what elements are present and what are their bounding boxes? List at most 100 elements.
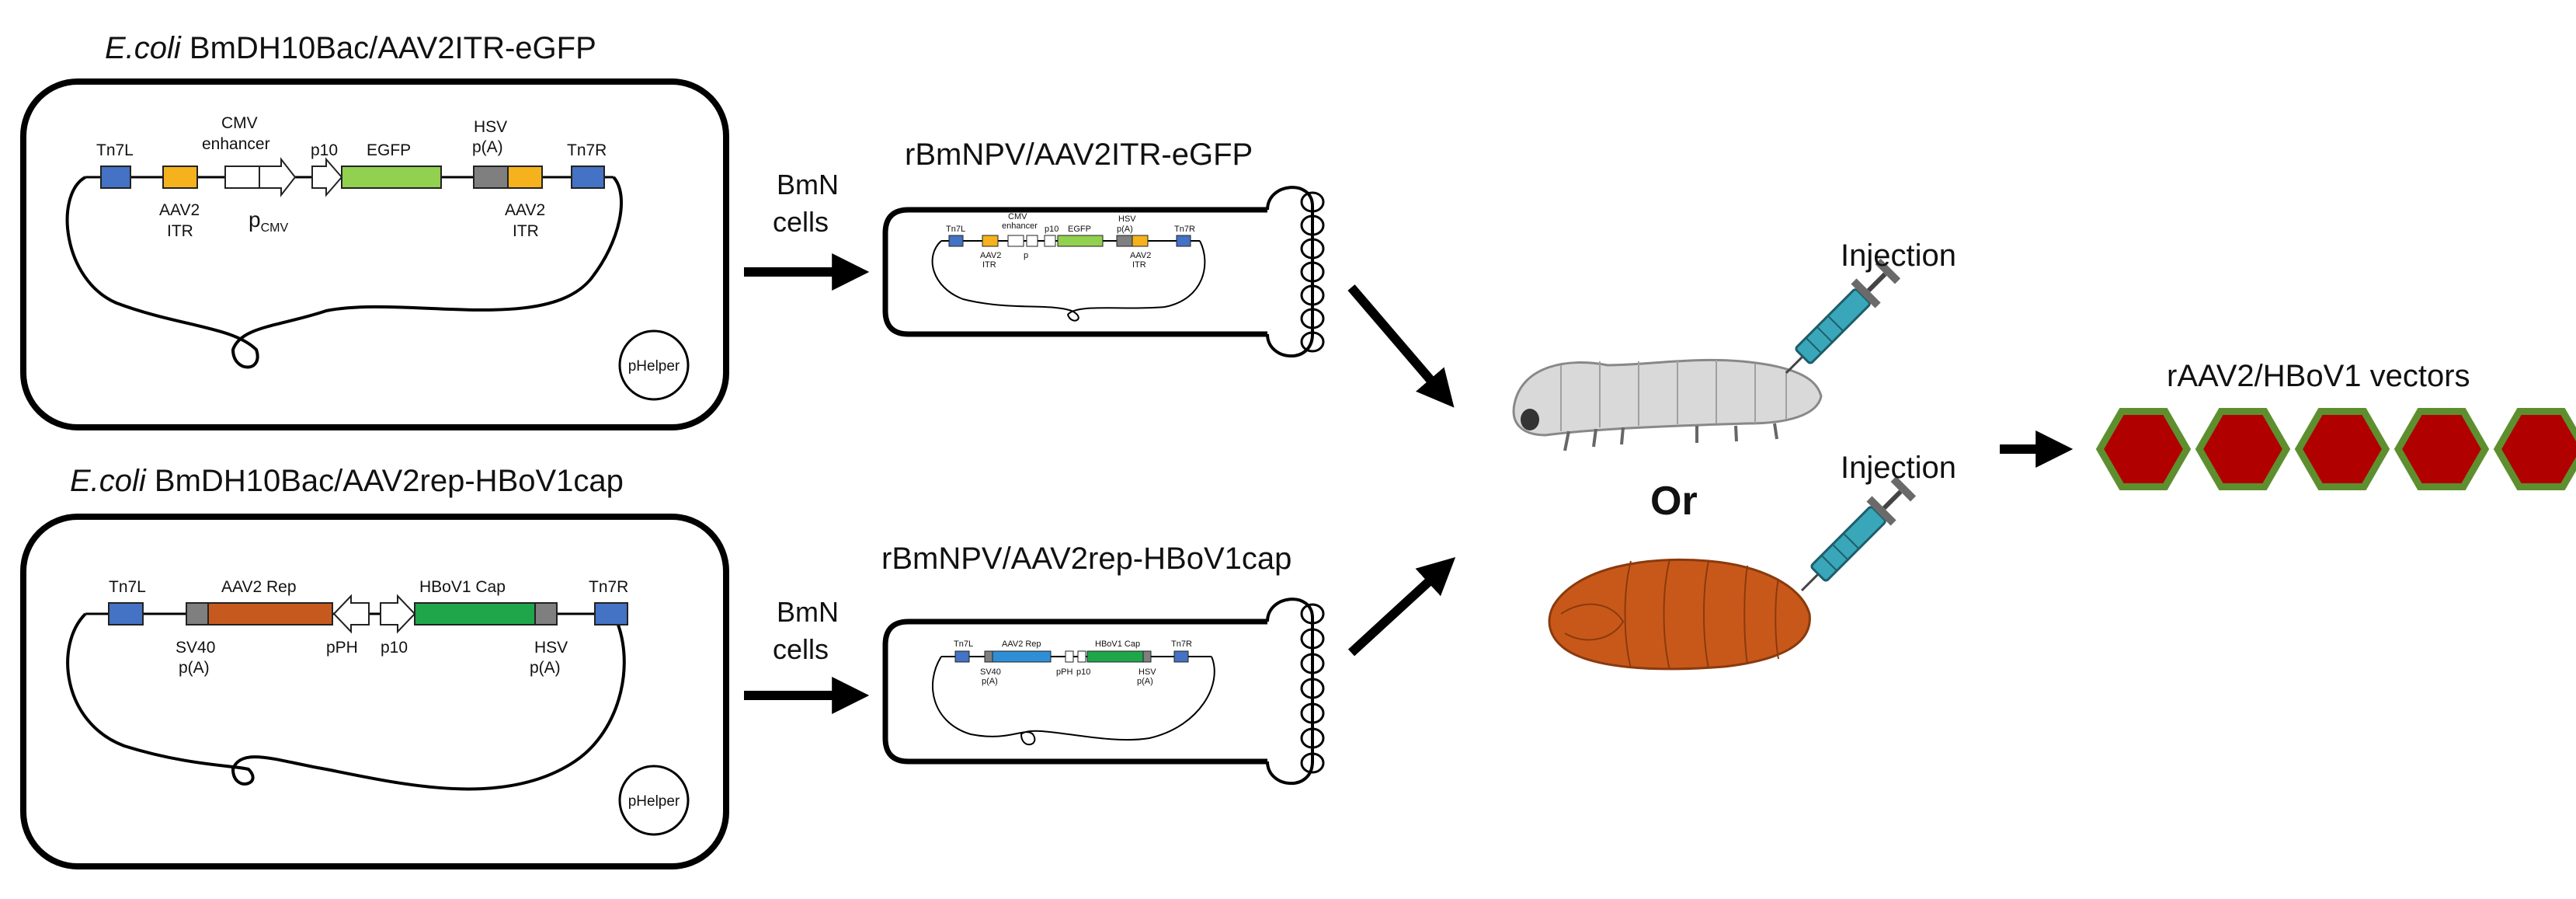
injection-label-top: Injection xyxy=(1841,239,1956,273)
bottom-ecoli-cell-outline xyxy=(20,514,729,869)
top-cmv-enhancer-box xyxy=(224,166,260,189)
bottom-hbov1cap-label: HBoV1 Cap xyxy=(419,578,506,596)
top-mini-tn7l xyxy=(948,235,964,247)
top-tn7r-box xyxy=(571,166,605,189)
vector-hexagon xyxy=(2095,408,2192,490)
bottom-to-host-arrow xyxy=(1347,557,1456,657)
syringe-icon-bottom xyxy=(1800,476,1917,592)
top-tn7l-label: Tn7L xyxy=(96,141,134,159)
top-mini-p10-label: p10 xyxy=(1045,225,1059,234)
syringe-icon-top xyxy=(1785,258,1901,375)
top-backbone-loop xyxy=(65,176,623,369)
top-tn7r-label: Tn7R xyxy=(567,141,607,159)
top-hsv-label: HSV xyxy=(474,118,507,136)
injection-label-bottom: Injection xyxy=(1841,451,1956,485)
top-mini-itr-left xyxy=(982,235,999,247)
bottom-p10-arrow xyxy=(380,594,416,634)
vectors-title: rAAV2/HBoV1 vectors xyxy=(2167,359,2470,393)
bottom-aav2rep-label: AAV2 Rep xyxy=(221,578,297,596)
top-cmv-label: CMV xyxy=(221,114,258,132)
top-aav2-right-label: AAV2 xyxy=(505,201,545,219)
bottom-pph-arrow xyxy=(332,594,370,634)
bottom-tn7r-label: Tn7R xyxy=(589,578,628,596)
bottom-hbov1cap-box xyxy=(414,602,536,625)
vector-hexagon xyxy=(2393,408,2490,490)
top-mini-tn7r xyxy=(1176,235,1191,247)
vector-hexagon xyxy=(2195,408,2291,490)
bottom-mini-tn7r-label: Tn7R xyxy=(1171,639,1192,649)
top-mini-itr-right xyxy=(1132,235,1149,247)
bottom-bmn-transition: BmN cells xyxy=(744,596,870,714)
silkworm-larva xyxy=(1512,358,1823,451)
top-mini-p10 xyxy=(1044,235,1056,247)
bottom-mini-rep xyxy=(992,650,1052,663)
top-to-host-arrow xyxy=(1347,284,1455,408)
top-mini-cmv xyxy=(1007,235,1024,247)
bottom-tn7l-box xyxy=(108,602,144,625)
vector-hexagon xyxy=(2493,408,2576,490)
bottom-mini-p10 xyxy=(1077,650,1086,663)
bottom-cells-label: cells xyxy=(773,633,829,665)
vector-hexagons xyxy=(2095,408,2576,490)
top-mini-aav2-right-label: AAV2 xyxy=(1130,251,1151,260)
top-mini-enhancer-label: enhancer xyxy=(1002,221,1038,231)
top-mini-egfp-label: EGFP xyxy=(1068,225,1091,234)
bottom-title-rest: BmDH10Bac/AAV2rep-HBoV1cap xyxy=(146,464,624,498)
top-ecoli-title: E.coli BmDH10Bac/AAV2ITR-eGFP xyxy=(105,31,596,65)
bottom-ecoli-panel: E.coli BmDH10Bac/AAV2rep-HBoV1cap Tn7L A… xyxy=(20,464,729,869)
bottom-bmn-label: BmN xyxy=(777,596,839,628)
bottom-sv40-polya-box xyxy=(186,602,209,625)
bottom-virus: rBmNPV/AAV2rep-HBoV1cap Tn7L AAV2 Rep HB… xyxy=(881,542,1325,786)
top-mini-pcmv-label: p xyxy=(1024,251,1028,260)
vector-hexagon xyxy=(2294,408,2390,490)
bottom-mini-tn7l xyxy=(954,650,970,663)
bottom-polya-left-label: p(A) xyxy=(179,659,210,677)
top-mini-itr-left-label: ITR xyxy=(982,260,996,270)
top-ecoli-panel: E.coli BmDH10Bac/AAV2ITR-eGFP Tn7L AAV2 … xyxy=(20,31,729,430)
bottom-title-italic: E.coli xyxy=(70,464,147,498)
bottom-aav2rep-box xyxy=(207,602,333,625)
top-mini-cmv-label: CMV xyxy=(1008,212,1027,221)
top-bmn-transition: BmN cells xyxy=(744,169,870,291)
bottom-mini-rep-label: AAV2 Rep xyxy=(1002,639,1041,649)
top-mini-hsv-label: HSV xyxy=(1118,214,1136,224)
top-polya-label: p(A) xyxy=(472,138,503,156)
bottom-virus-rod xyxy=(882,618,1267,765)
top-aav2-left-label: AAV2 xyxy=(159,201,200,219)
bottom-virus-cap xyxy=(1266,598,1314,786)
bottom-virus-title: rBmNPV/AAV2rep-HBoV1cap xyxy=(881,542,1291,576)
top-cells-label: cells xyxy=(773,206,829,238)
bottom-hsv-polya-box xyxy=(534,602,558,625)
top-p10-arrow xyxy=(311,157,343,197)
bottom-mini-cap xyxy=(1086,650,1144,663)
top-tn7l-box xyxy=(100,166,131,189)
top-phelper-label: pHelper xyxy=(628,358,680,375)
bottom-p10-label: p10 xyxy=(381,639,408,657)
top-itr-right-box xyxy=(507,166,543,189)
top-mini-pcmv xyxy=(1026,235,1038,247)
bottom-mini-sv40 xyxy=(984,650,993,663)
bottom-tn7r-box xyxy=(594,602,628,625)
bottom-ecoli-title: E.coli BmDH10Bac/AAV2rep-HBoV1cap xyxy=(70,464,624,498)
top-itr-left-box xyxy=(162,166,198,189)
top-p10-label: p10 xyxy=(311,141,338,159)
bottom-mini-pa-left-label: p(A) xyxy=(982,677,998,686)
bottom-backbone-loop xyxy=(66,612,626,791)
top-mini-pa-label: p(A) xyxy=(1117,225,1133,234)
top-virus-coil xyxy=(1300,191,1325,353)
top-pcmv-arrow xyxy=(259,157,297,197)
bottom-polya-right-label: p(A) xyxy=(530,659,561,677)
bottom-mini-pa-right-label: p(A) xyxy=(1137,677,1153,686)
bottom-pph-label: pPH xyxy=(326,639,358,657)
top-mini-itr-right-label: ITR xyxy=(1132,260,1146,270)
bottom-mini-cap-label: HBoV1 Cap xyxy=(1095,639,1140,649)
bottom-mini-pph-label: pPH xyxy=(1056,667,1072,677)
top-mini-aav2-left-label: AAV2 xyxy=(980,251,1001,260)
top-ecoli-cell-outline xyxy=(20,78,729,430)
top-phelper-circle xyxy=(618,329,690,401)
bottom-hsv-label: HSV xyxy=(534,639,568,657)
bottom-tn7l-label: Tn7L xyxy=(109,578,146,596)
silkworm-pupa xyxy=(1548,558,1811,671)
top-mini-loop xyxy=(931,240,1206,322)
